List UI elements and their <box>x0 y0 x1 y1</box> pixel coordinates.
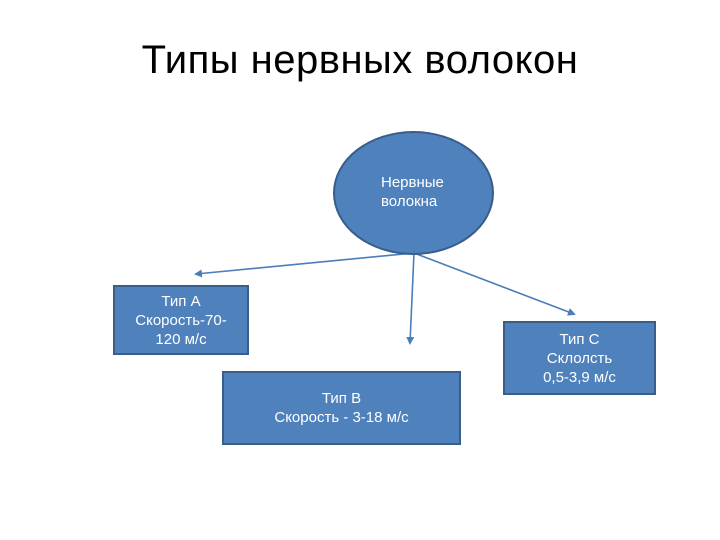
type-c-line3: 0,5-3,9 м/с <box>543 368 616 386</box>
type-c-line1: Тип С <box>559 330 600 348</box>
root-node-nerve-fibers: Нервные волокна <box>333 131 494 255</box>
type-b-line2: Скорость - 3-18 м/с <box>274 409 409 426</box>
type-a-line3: 120 м/с <box>155 330 207 348</box>
type-a-line1: Тип А <box>161 292 201 310</box>
arrow-to-type-a <box>194 252 415 278</box>
node-type-b: Тип В Скорость - 3-18 м/с <box>222 371 461 445</box>
node-type-c: Тип С Склолсть 0,5-3,9 м/с <box>503 321 656 395</box>
type-b-line1: Тип В <box>321 390 362 407</box>
type-a-line2: Скорость-70- <box>135 311 227 329</box>
arrow-to-type-b <box>406 252 415 345</box>
slide-title: Типы нервных волокон <box>141 38 579 82</box>
node-type-a: Тип А Скорость-70- 120 м/с <box>113 285 249 355</box>
arrow-to-type-c <box>413 252 576 316</box>
root-label-line2: волокна <box>381 193 438 210</box>
root-label-line1: Нервные <box>381 174 444 191</box>
type-c-line2: Склолсть <box>546 349 613 367</box>
